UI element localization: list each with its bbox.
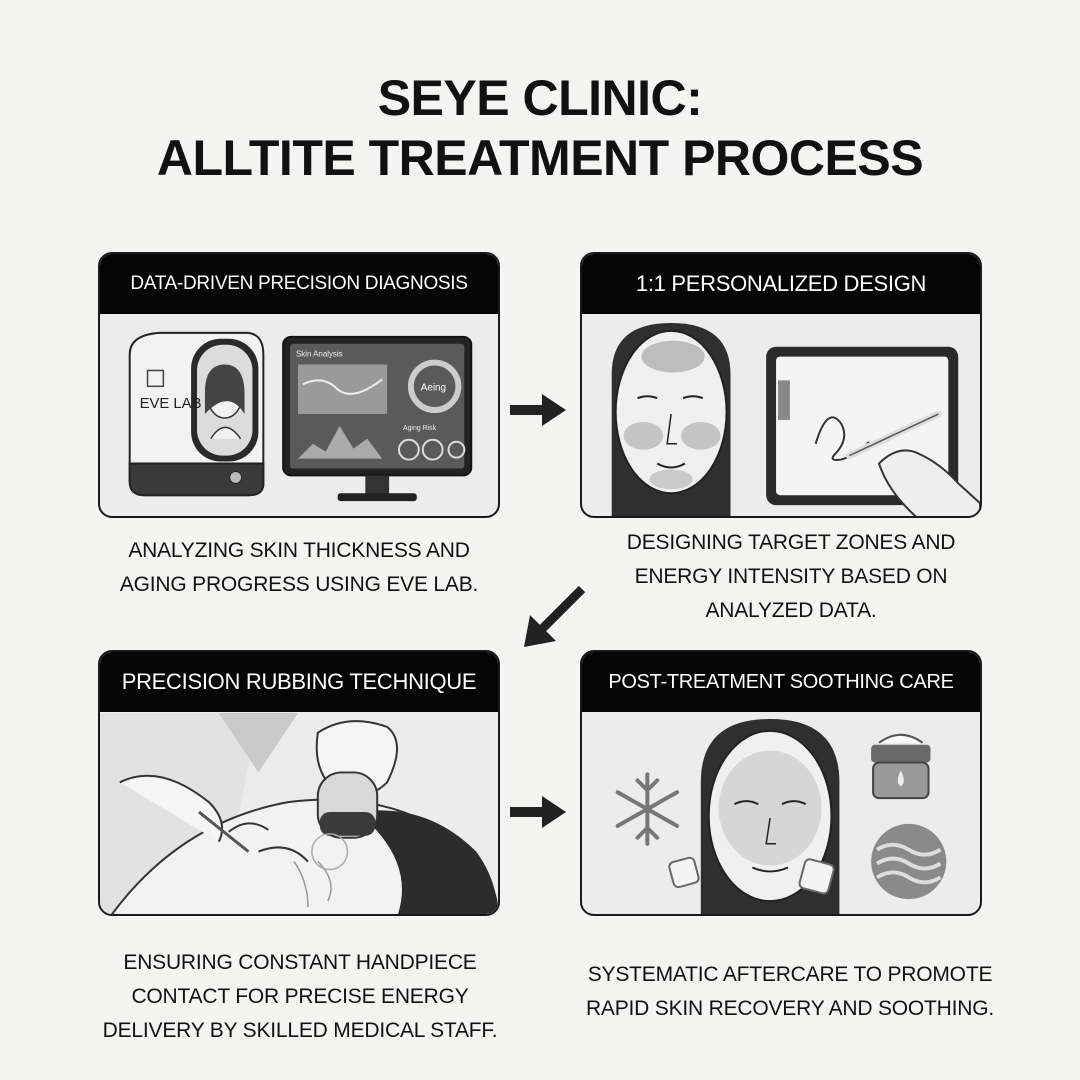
arrow-down-left-icon [524,585,586,647]
step-heading: DATA-DRIVEN PRECISION DIAGNOSIS [100,254,498,314]
arrow-right-icon [510,796,566,828]
device-label: EVE LAB [140,396,202,412]
tablet-with-stylus [766,346,980,516]
title-line-2: ALLTITE TREATMENT PROCESS [156,130,924,186]
title-line-1: SEYE CLINIC: [377,70,703,126]
practitioner-and-patient [100,713,498,914]
step-card-design: 1:1 PERSONALIZED DESIGN [580,252,982,518]
rubbing-illustration [100,713,498,914]
risk-row-label: Aging Risk [403,425,437,432]
step-heading: POST-TREATMENT SOOTHING CARE [582,652,980,712]
water-wave-icon [871,823,947,900]
soothing-illustration [615,718,947,914]
step-card-rubbing: PRECISION RUBBING TECHNIQUE [98,650,500,916]
face-with-zones [611,322,731,516]
analysis-monitor: Skin Analysis Aeing Aging Risk [282,335,473,502]
step-heading: 1:1 PERSONALIZED DESIGN [582,254,980,314]
page-title: SEYE CLINIC: ALLTITE TREATMENT PROCESS [0,68,1080,188]
snowflake-icon [615,772,680,846]
skin-analyzer-device: EVE LAB [128,331,265,497]
step-caption: ENSURING CONSTANT HANDPIECE CONTACT FOR … [102,951,498,1042]
step-card-diagnosis: DATA-DRIVEN PRECISION DIAGNOSIS EVE LAB … [98,252,500,518]
step-heading: PRECISION RUBBING TECHNIQUE [100,652,498,712]
step-caption: ANALYZING SKIN THICKNESS AND AGING PROGR… [119,539,479,596]
gauge-label: Aeing [421,382,446,393]
step-caption: DESIGNING TARGET ZONES AND ENERGY INTENS… [626,531,956,622]
face-with-mask [700,718,840,914]
skin-analyzer-illustration: EVE LAB Skin Analysis Aeing Aging Risk [128,331,473,502]
design-illustration [611,322,980,516]
ice-cube-icon [668,856,835,895]
step-card-soothing: POST-TREATMENT SOOTHING CARE [580,650,982,916]
arrow-right-icon [510,394,566,426]
cream-jar-icon [871,733,931,800]
monitor-header: Skin Analysis [296,350,343,359]
step-caption: SYSTEMATIC AFTERCARE TO PROMOTE RAPID SK… [585,963,995,1020]
